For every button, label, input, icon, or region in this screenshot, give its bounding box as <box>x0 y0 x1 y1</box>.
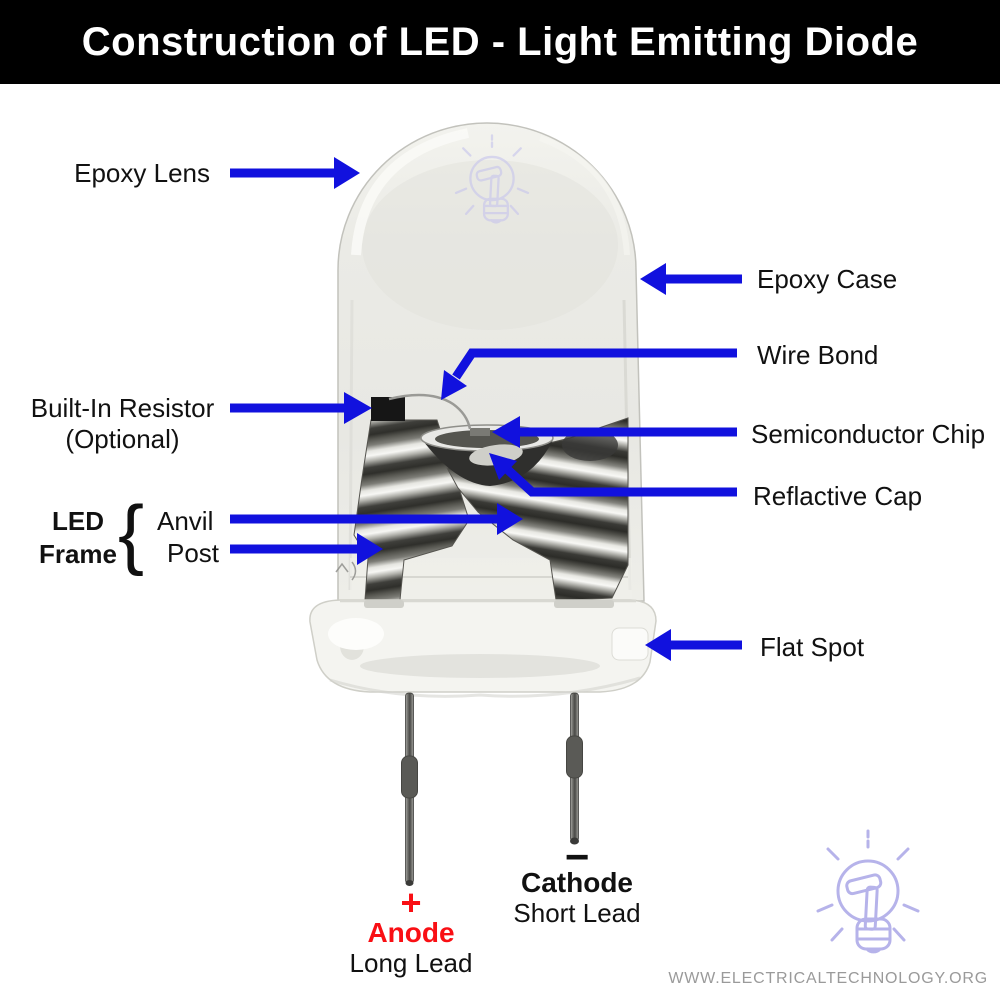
semiconductor-chip-arrow <box>492 416 737 448</box>
flat-spot-label: Flat Spot <box>760 632 865 662</box>
epoxy-lens-label: Epoxy Lens <box>74 158 210 188</box>
epoxy-case-arrow <box>640 263 742 295</box>
post-arrow <box>230 533 383 565</box>
built-in-resistor-block <box>371 397 405 421</box>
semiconductor-chip-label: Semiconductor Chip <box>751 419 986 449</box>
flat-spot-arrow <box>645 629 742 661</box>
wire-bond-wire <box>388 393 472 430</box>
cathode-lead <box>566 692 583 845</box>
website-watermark: WWW.ELECTRICALTECHNOLOGY.ORG <box>668 970 988 987</box>
anode-lead <box>401 692 418 886</box>
wire-bond-label: Wire Bond <box>757 340 879 370</box>
anvil-label: Anvil <box>157 506 214 536</box>
anode-plus-symbol: + <box>400 882 422 923</box>
anode-lead-label: Long Lead <box>349 948 473 978</box>
wire-bond-arrow <box>441 348 737 400</box>
cathode-label-group: − Cathode Short Lead <box>502 833 652 929</box>
led-frame-label: LED Frame <box>28 505 128 571</box>
epoxy-lens-arrow <box>230 157 360 189</box>
cathode-lead-label: Short Lead <box>513 898 641 928</box>
reflactive-cap-label: Reflactive Cap <box>753 481 923 511</box>
cathode-label: Cathode <box>521 867 633 898</box>
anvil-arrow <box>230 503 523 535</box>
built-in-resistor-label-line1: Built-In Resistor <box>30 393 215 423</box>
title-bar: Construction of LED - Light Emitting Dio… <box>0 0 1000 84</box>
page-title: Construction of LED - Light Emitting Dio… <box>81 19 919 64</box>
built-in-resistor-arrow <box>230 392 372 424</box>
flat-spot-notch <box>611 627 649 661</box>
semiconductor-chip-die <box>470 428 490 436</box>
led-frame-label-line2: Frame <box>38 539 118 569</box>
anode-label: Anode <box>367 917 455 948</box>
post-label: Post <box>167 538 220 568</box>
bulb-hammer-logo-icon <box>816 829 920 954</box>
cathode-minus-symbol: − <box>564 833 590 880</box>
epoxy-mark <box>335 561 357 581</box>
led-frame-label-line1: LED <box>52 506 104 536</box>
built-in-resistor-label: Built-In Resistor (Optional) <box>20 393 225 455</box>
epoxy-case-label: Epoxy Case <box>757 264 898 294</box>
led-frame-brace: { <box>118 489 145 577</box>
flange <box>309 599 657 698</box>
anode-label-group: + Anode Long Lead <box>336 882 486 979</box>
reflactive-cap-arrow <box>489 453 737 497</box>
built-in-resistor-label-line2: (Optional) <box>65 424 180 454</box>
